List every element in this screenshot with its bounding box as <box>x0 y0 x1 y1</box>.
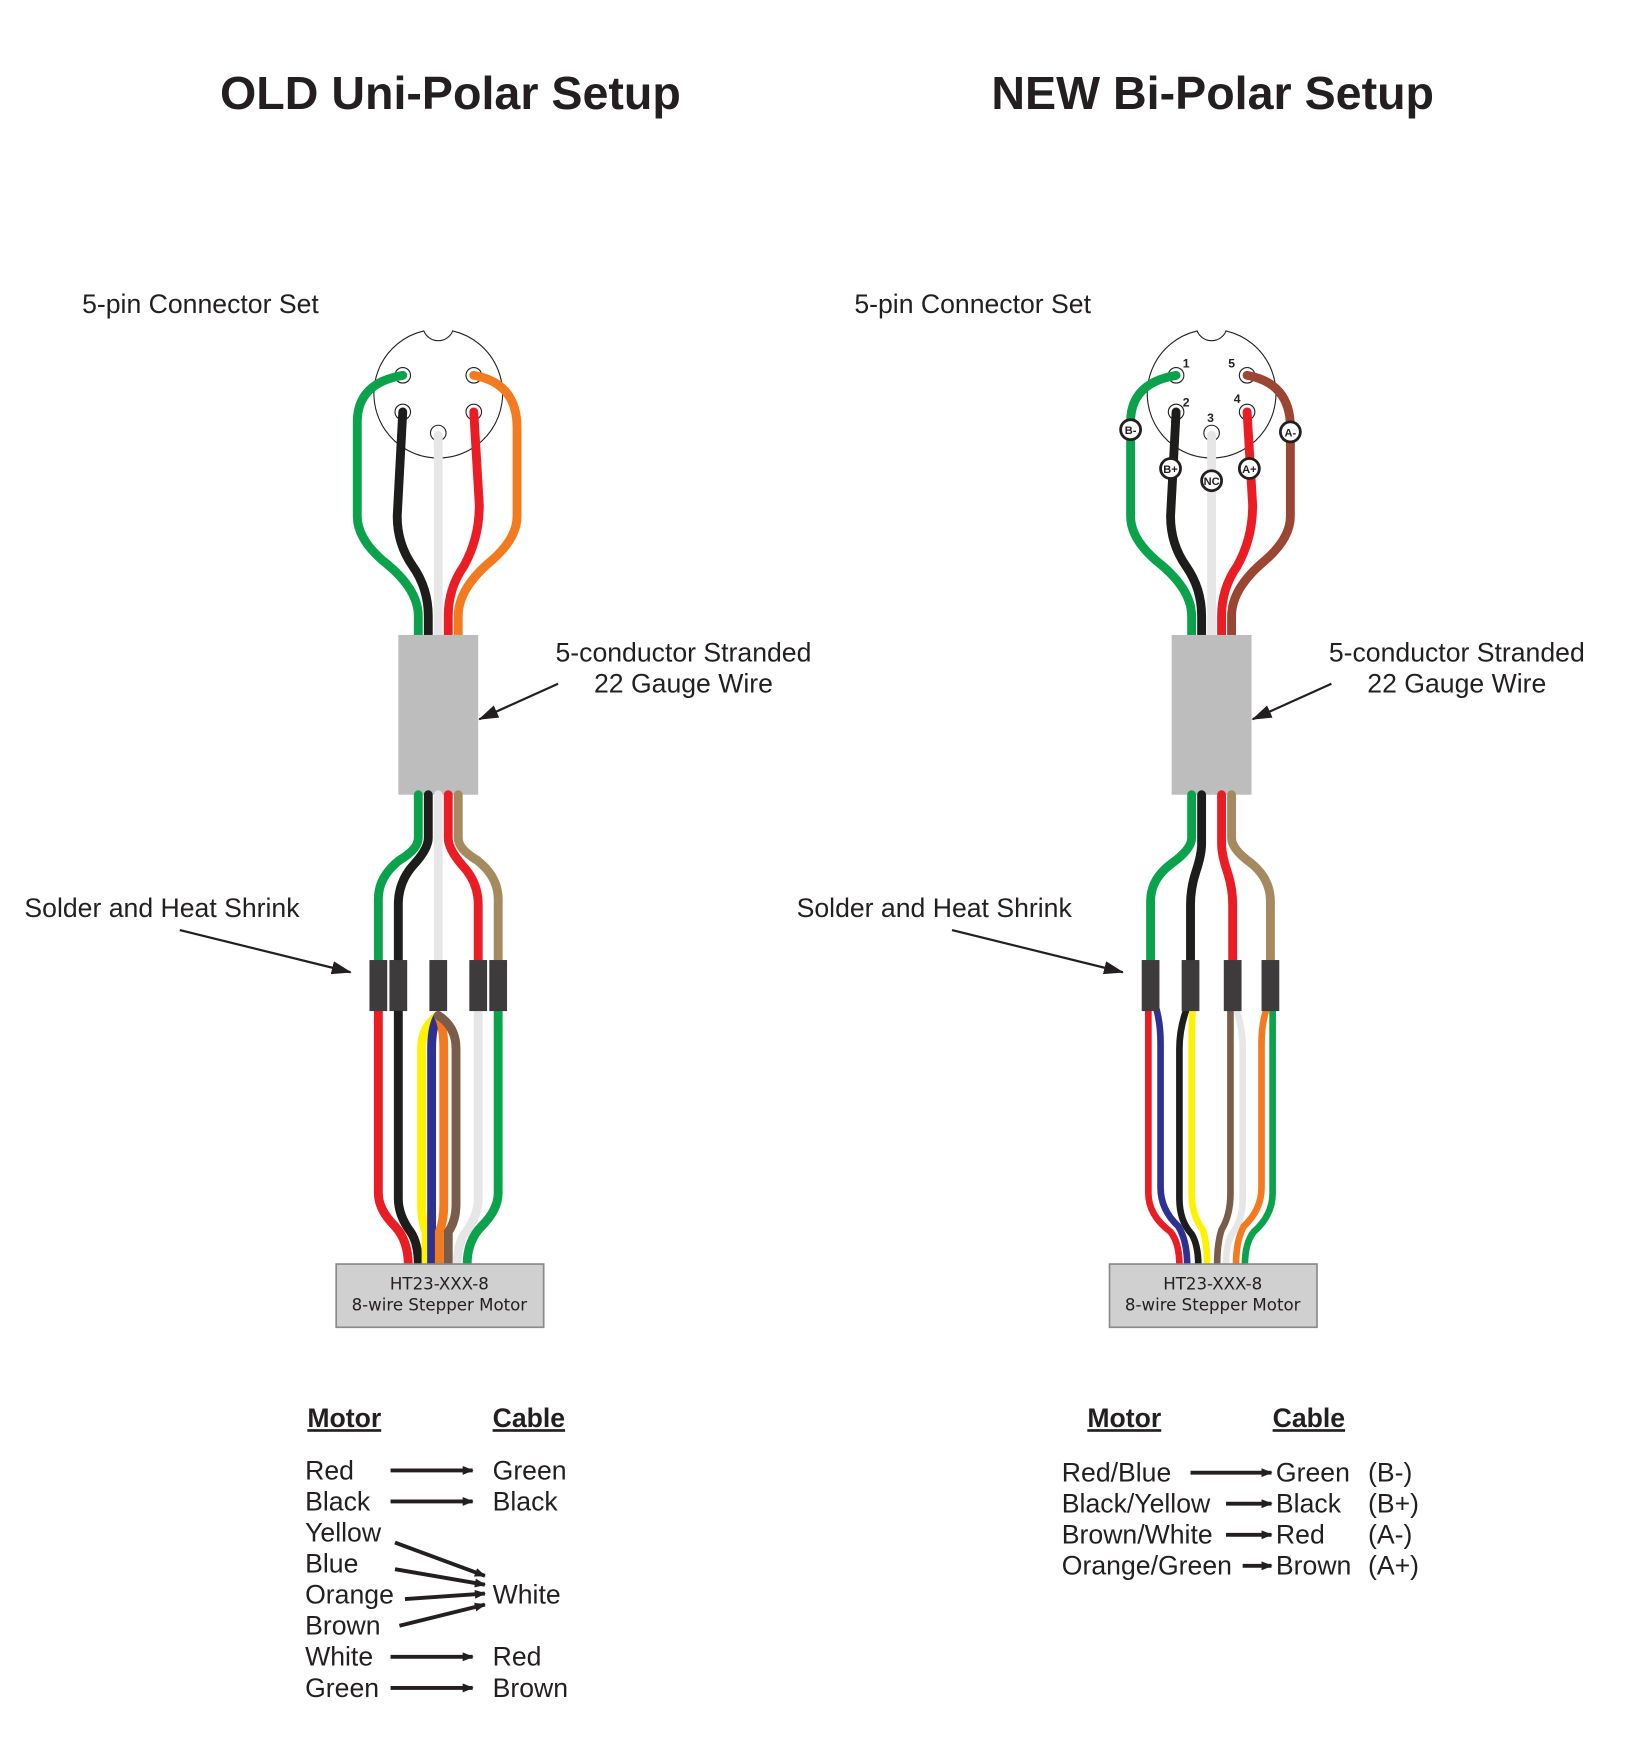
tag-a-minus: A- <box>1279 420 1302 444</box>
new-pin-tags: B- B+ NC A+ A- <box>1119 418 1302 493</box>
old-wire-label-1: 5-conductor Stranded <box>556 638 812 668</box>
old-upper-wires <box>352 370 522 643</box>
old-cable-color: Red <box>493 1642 542 1672</box>
old-motor-color: White <box>305 1642 373 1672</box>
new-pole: (B-) <box>1368 1458 1412 1488</box>
new-wire-arrow <box>1251 682 1332 721</box>
new-cable-color: Green <box>1276 1458 1350 1488</box>
old-motor-color: Black <box>305 1486 371 1516</box>
tag-nc: NC <box>1200 469 1223 493</box>
old-cable-jacket <box>398 634 479 795</box>
new-motor-color: Orange/Green <box>1062 1551 1232 1581</box>
old-cable-color: Green <box>493 1455 567 1485</box>
old-cable-header: Cable <box>493 1403 565 1433</box>
svg-text:A-: A- <box>1285 427 1297 439</box>
new-motor-model: HT23-XXX-8 <box>1163 1275 1262 1294</box>
old-lower-wires <box>373 790 503 971</box>
new-pole: (A+) <box>1368 1551 1419 1581</box>
old-motor-desc: 8-wire Stepper Motor <box>352 1296 528 1315</box>
old-motor-box: HT23-XXX-8 8-wire Stepper Motor <box>335 1263 545 1329</box>
new-wire-label-1: 5-conductor Stranded <box>1329 638 1585 668</box>
pin-number: 4 <box>1234 392 1241 406</box>
old-connector-label: 5-pin Connector Set <box>82 289 319 319</box>
new-solder-arrow <box>951 929 1124 975</box>
old-motor-color: Orange <box>305 1580 394 1610</box>
old-motor-model: HT23-XXX-8 <box>390 1275 489 1294</box>
new-lower-wires <box>1146 790 1275 971</box>
new-pole: (B+) <box>1368 1489 1419 1519</box>
tag-b-plus: B+ <box>1159 457 1182 480</box>
tag-b-minus: B- <box>1119 418 1142 442</box>
new-cable-color: Brown <box>1276 1551 1351 1581</box>
pin-number: 1 <box>1183 357 1190 371</box>
old-cable-color: Brown <box>493 1673 568 1703</box>
new-motor-color: Red/Blue <box>1062 1458 1171 1488</box>
old-motor-color: Red <box>305 1455 354 1485</box>
old-wire-arrow <box>478 682 559 721</box>
old-setup: OLD Uni-Polar Setup 5-pin Connector Set … <box>24 67 811 1703</box>
svg-text:B-: B- <box>1125 425 1137 437</box>
new-setup: NEW Bi-Polar Setup 5-pin Connector Set 1… <box>797 67 1585 1581</box>
new-motor-color: Black/Yellow <box>1062 1489 1211 1519</box>
new-cable-color: Black <box>1276 1489 1342 1519</box>
old-solder-label: Solder and Heat Shrink <box>24 893 300 923</box>
new-heat-shrinks <box>1141 960 1280 1012</box>
svg-text:A+: A+ <box>1242 464 1257 476</box>
old-motor-color: Brown <box>305 1611 380 1641</box>
svg-text:NC: NC <box>1204 476 1220 488</box>
new-pole: (A-) <box>1368 1520 1412 1550</box>
old-motor-header: Motor <box>307 1403 381 1433</box>
old-title: OLD Uni-Polar Setup <box>220 67 681 119</box>
new-mapping-table: Motor Cable Red/Blue Black/Yellow Brown/… <box>1062 1403 1419 1581</box>
new-bottom-wires <box>1145 1003 1276 1266</box>
old-solder-arrow <box>179 929 352 975</box>
old-cable-color: Black <box>493 1486 559 1516</box>
new-cable-jacket <box>1171 634 1252 795</box>
new-motor-color: Brown/White <box>1062 1520 1213 1550</box>
tag-a-plus: A+ <box>1237 457 1261 480</box>
new-wire-label-2: 22 Gauge Wire <box>1367 669 1546 699</box>
old-mapping-arrows <box>390 1465 486 1693</box>
pin-number: 3 <box>1207 411 1214 425</box>
old-heat-shrinks <box>369 960 508 1012</box>
old-bottom-wires <box>373 999 503 1270</box>
pin-number: 2 <box>1183 395 1190 409</box>
old-motor-color: Blue <box>305 1548 358 1578</box>
new-connector-label: 5-pin Connector Set <box>854 289 1091 319</box>
old-cable-color: White <box>493 1580 561 1610</box>
pin-number: 5 <box>1228 357 1235 371</box>
old-motor-color: Green <box>305 1673 379 1703</box>
old-mapping-table: Motor Cable Red Black Yellow Blue Orange… <box>305 1403 568 1703</box>
old-wire-label-2: 22 Gauge Wire <box>594 669 773 699</box>
new-motor-header: Motor <box>1087 1403 1161 1433</box>
new-solder-label: Solder and Heat Shrink <box>797 893 1073 923</box>
new-mapping-arrows <box>1190 1468 1273 1571</box>
new-upper-wires <box>1126 370 1295 643</box>
new-cable-color: Red <box>1276 1520 1325 1550</box>
new-title: NEW Bi-Polar Setup <box>991 67 1434 119</box>
old-motor-color: Yellow <box>305 1517 382 1547</box>
svg-text:B+: B+ <box>1163 464 1178 476</box>
new-cable-header: Cable <box>1273 1403 1345 1433</box>
new-motor-box: HT23-XXX-8 8-wire Stepper Motor <box>1108 1263 1318 1329</box>
new-motor-desc: 8-wire Stepper Motor <box>1125 1296 1301 1315</box>
